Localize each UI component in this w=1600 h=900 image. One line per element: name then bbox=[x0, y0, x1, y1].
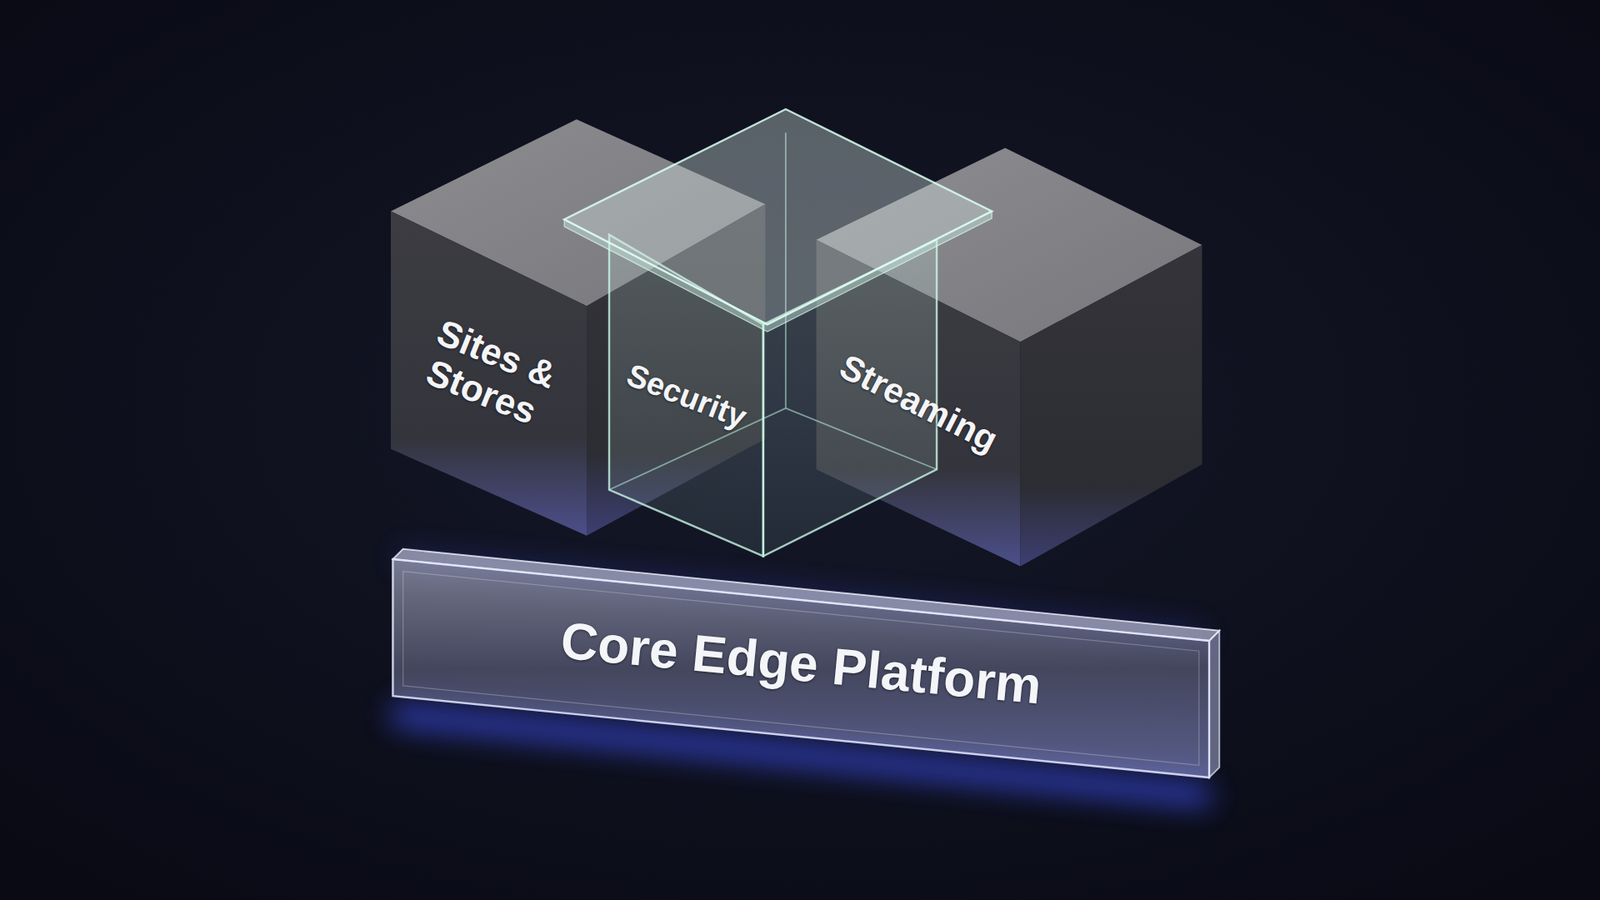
node-label: Core Edge Platform bbox=[558, 610, 1045, 715]
grey-cube-face: Streaming bbox=[816, 240, 1021, 567]
node-label: Streaming bbox=[833, 346, 1004, 460]
glass-cube-face: Security bbox=[609, 235, 764, 557]
node-label: Sites & Stores bbox=[400, 305, 578, 441]
platform-bar: Core Edge Platform bbox=[392, 550, 1210, 775]
node-label: Security bbox=[621, 356, 751, 435]
grey-cube-face: Sites & Stores bbox=[390, 210, 587, 535]
